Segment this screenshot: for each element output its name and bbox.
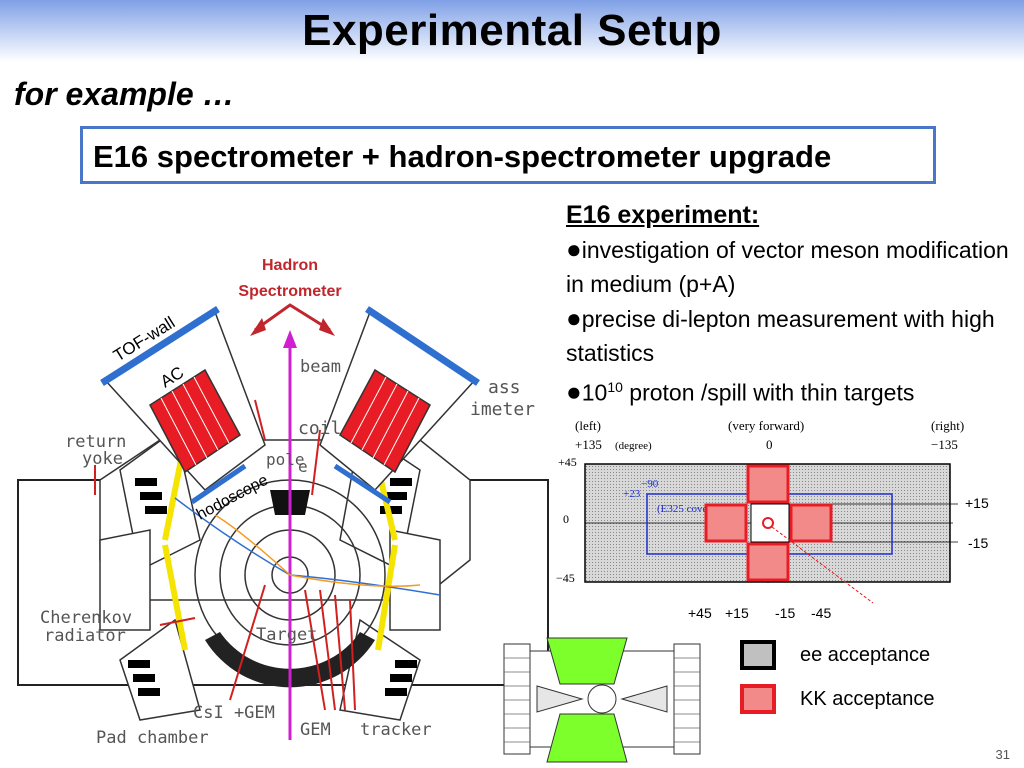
acc-bottom-tick-3: -15 xyxy=(775,605,795,621)
ee-legend-swatch xyxy=(740,640,776,670)
center-box xyxy=(750,503,790,543)
acc-right-m15: -15 xyxy=(968,535,988,551)
info-bullet-1: ●investigation of vector meson modificat… xyxy=(566,234,1009,297)
label-hadron-2: Spectrometer xyxy=(238,283,341,300)
acceptance-map: (left) (very forward) (right) +135 (degr… xyxy=(556,418,989,621)
label-tracker: tracker xyxy=(360,720,432,740)
acc-m90: −90 xyxy=(641,478,659,490)
acc-y-p45: +45 xyxy=(558,455,577,469)
end-view-right-cone xyxy=(620,685,668,713)
acc-ang-mid: 0 xyxy=(766,437,773,452)
label-pole: pole xyxy=(266,450,305,469)
acc-right-p15: +15 xyxy=(965,495,989,511)
label-pad-chamber: Pad chamber xyxy=(96,728,209,748)
module-ring xyxy=(99,428,441,721)
kk-legend-label: KK acceptance xyxy=(800,688,935,710)
info-panel: E16 experiment: ●investigation of vector… xyxy=(566,198,1016,410)
slide-title: Experimental Setup xyxy=(302,6,722,55)
end-view-grid xyxy=(504,657,700,743)
acc-y-0: 0 xyxy=(563,512,569,526)
pointer-arrows xyxy=(94,399,356,711)
acc-bottom-tick-2: +15 xyxy=(725,605,749,621)
kk-legend-swatch xyxy=(740,684,776,714)
label-radiator: radiator xyxy=(44,626,126,646)
ee-legend-label: ee acceptance xyxy=(800,644,931,666)
hadron-arrow-left-icon xyxy=(250,318,266,336)
label-target: Target xyxy=(256,625,317,645)
acc-ang-right: −135 xyxy=(931,437,958,452)
slide-subtitle: for example … xyxy=(14,76,235,112)
acc-top-left: (left) xyxy=(575,418,601,433)
hodoscope-right xyxy=(333,463,392,505)
title-band xyxy=(0,0,1024,62)
pointer-line xyxy=(771,526,874,604)
acc-bottom-tick-1: +45 xyxy=(688,605,712,621)
tof-wall-right xyxy=(365,306,480,386)
green-module-bottom xyxy=(546,713,628,763)
pole-arc xyxy=(205,632,375,688)
hadron-arrow-right-icon xyxy=(319,318,335,336)
bullet-icon: ● xyxy=(566,303,582,333)
label-hadron-1: Hadron xyxy=(262,257,318,274)
acc-top-mid: (very forward) xyxy=(728,418,804,433)
target-marker-icon xyxy=(762,517,774,529)
green-module-top xyxy=(546,637,628,685)
acc-degree: (degree) xyxy=(615,440,652,452)
label-cherenkov: Cherenkov xyxy=(40,608,132,628)
acc-p23: +23 xyxy=(623,488,641,500)
beam-arrow-icon xyxy=(283,330,297,348)
label-imeter: imeter xyxy=(470,399,535,420)
end-view-center xyxy=(587,684,617,714)
hadron-arrows xyxy=(254,303,331,332)
info-bullet-2: ●precise di-lepton measurement with high… xyxy=(566,303,995,366)
acc-y-m45: −45 xyxy=(556,571,575,585)
hodoscope-left xyxy=(190,463,247,505)
label-ass: ass xyxy=(488,377,521,398)
boxed-heading-text: E16 spectrometer + hadron-spectrometer u… xyxy=(93,139,832,174)
particle-tracks xyxy=(174,497,441,596)
detector-schematic: Hadron Spectrometer TOF-wall AC beam coi… xyxy=(17,257,549,748)
page-number: 31 xyxy=(995,747,1010,762)
label-e: e xyxy=(298,457,308,476)
end-view-detector xyxy=(503,637,701,763)
boxed-heading: E16 spectrometer + hadron-spectrometer u… xyxy=(80,126,936,184)
label-yoke: yoke xyxy=(82,449,123,469)
acc-bottom-tick-4: -45 xyxy=(811,605,831,621)
label-beam: beam xyxy=(300,357,341,377)
info-heading: E16 experiment: xyxy=(566,201,760,229)
end-view-left-cone xyxy=(536,685,584,713)
ac-right xyxy=(339,368,431,474)
kk-acceptance-boxes xyxy=(704,464,833,582)
acc-top-right: (right) xyxy=(931,418,964,433)
acc-ang-left: +135 xyxy=(575,437,602,452)
info-bullet-3: ●1010 proton /spill with thin targets xyxy=(566,376,915,407)
label-coil: coil xyxy=(298,418,341,439)
label-gem: GEM xyxy=(300,720,331,740)
label-return: return xyxy=(65,432,126,452)
bullet-icon: ● xyxy=(566,234,582,264)
label-csi-gem: CsI +GEM xyxy=(193,703,275,723)
ac-left xyxy=(149,368,241,474)
tof-wall-left xyxy=(100,306,220,386)
bullet-icon: ● xyxy=(566,376,582,407)
